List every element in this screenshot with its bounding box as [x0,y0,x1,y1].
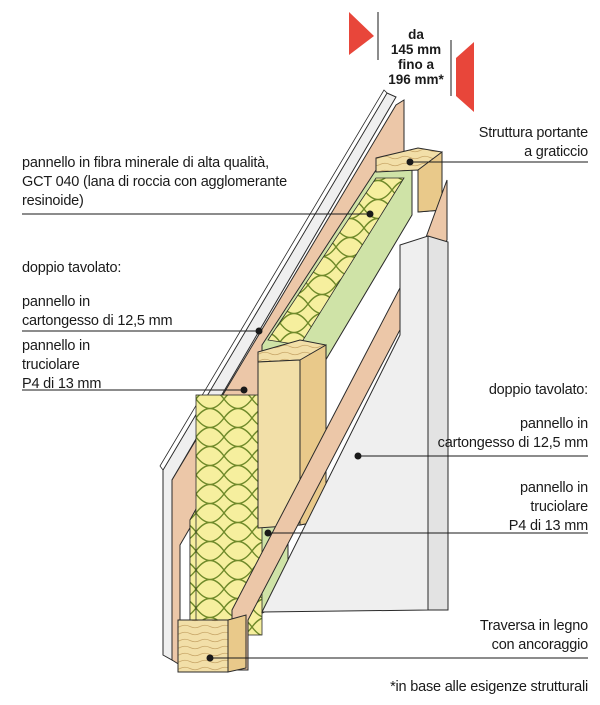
label-load-bearing-frame: Struttura portante a graticcio [478,125,588,160]
label-plasterboard-left: pannello in cartongesso di 12,5 mm [22,294,173,329]
label-double-boarding-right: doppio tavolato: [488,382,588,398]
timber-crossbeam [177,619,229,673]
dimension-arrow-left [349,12,374,55]
label-plasterboard-right: pannello in cartongesso di 12,5 mm [437,416,589,451]
dimension-label: da 145 mm fino a 196 mm* [388,27,444,87]
label-chipboard-right: pannello in truciolare P4 di 13 mm [508,480,588,534]
footnote: *in base alle esigenze strutturali [390,679,588,695]
dimension-arrow-right [456,42,474,112]
label-chipboard-left: pannello in truciolare P4 di 13 mm [22,338,102,392]
label-mineral-fibre-panel: pannello in fibra minerale di alta quali… [22,155,287,209]
right-plasterboard-layer [261,235,429,613]
label-timber-crossbeam: Traversa in legno con ancoraggio [479,618,588,653]
label-double-boarding-left: doppio tavolato: [22,260,122,276]
